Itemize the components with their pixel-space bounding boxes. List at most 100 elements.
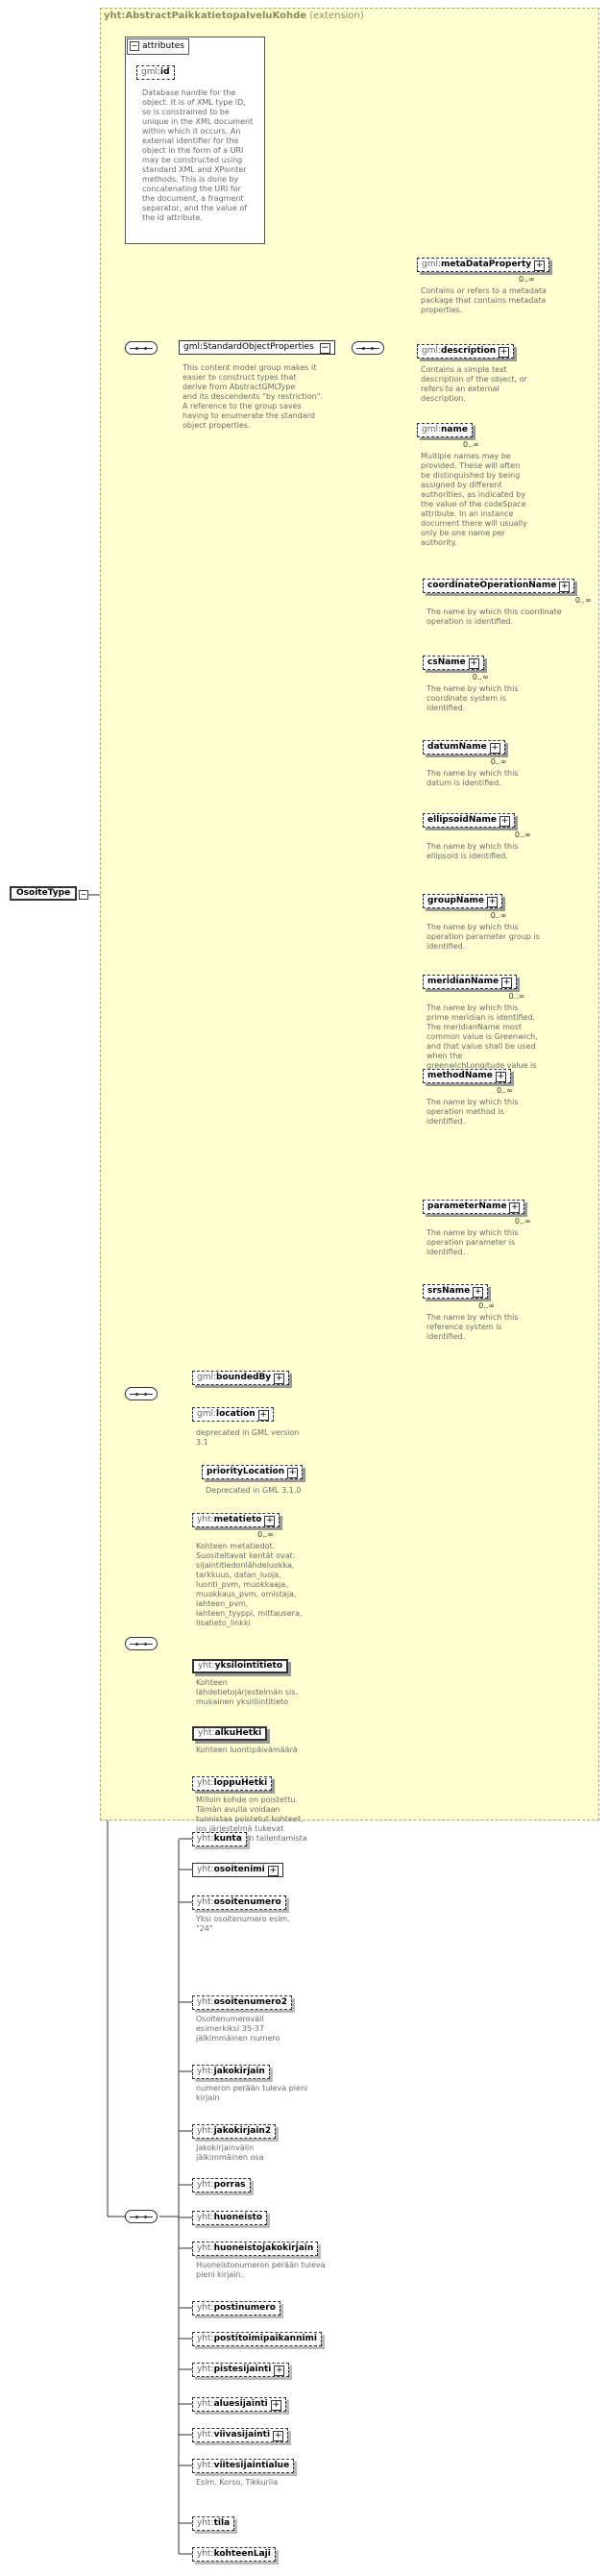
element-prefix: gml: — [197, 1373, 217, 1382]
description-line: "24" — [196, 1924, 213, 1933]
description-line: coordinate system is — [426, 694, 507, 703]
expand-icon[interactable]: + — [270, 2400, 281, 2411]
element-yksilointitieto[interactable]: yht:yksilointitieto — [192, 1659, 289, 1673]
element-osoitenimi[interactable]: yht:osoitenimi+ — [192, 1863, 283, 1877]
element-prioritylocation[interactable]: priorityLocation+ — [202, 1465, 304, 1479]
element-name: groupName — [427, 896, 485, 905]
description-line: Kohteen metatiedot. — [196, 1542, 276, 1550]
element-osoitenumero2[interactable]: yht:osoitenumero2 — [192, 1995, 292, 2010]
element-name[interactable]: gml:name — [417, 423, 473, 437]
expand-icon[interactable]: + — [501, 978, 513, 988]
element-tila[interactable]: yht:tila — [192, 2516, 235, 2531]
description-line: identified. — [426, 942, 466, 951]
description-line: concatenating the URI for — [142, 185, 241, 193]
element-viitesijaintialue[interactable]: yht:viitesijaintialue — [192, 2459, 295, 2473]
description-line: datum is identified. — [426, 779, 501, 787]
element-name: aluesijainti — [213, 2399, 268, 2409]
element-aluesijainti[interactable]: yht:aluesijainti+ — [192, 2397, 286, 2412]
attributes-tab[interactable]: −attributes — [127, 38, 189, 55]
description-line: Kohteen luontipäivämäärä — [196, 1746, 298, 1754]
element-postitoimipaikannimi[interactable]: yht:postitoimipaikannimi — [192, 2332, 323, 2346]
group-standard-object-properties[interactable]: gml:StandardObjectProperties− — [179, 340, 335, 355]
description-line: the id attribute. — [142, 213, 203, 222]
expand-icon[interactable]: + — [257, 1410, 269, 1421]
description-line: assigned by different — [421, 481, 502, 489]
collapse-icon[interactable]: − — [130, 40, 139, 51]
element-datumname[interactable]: datumName+ — [423, 740, 505, 755]
description-line: methods. This is done by — [142, 175, 239, 184]
element-alkuhetki[interactable]: yht:alkuHetki — [192, 1726, 268, 1741]
element-jakokirjain[interactable]: yht:jakokirjain — [192, 2065, 270, 2079]
description-line: identified. — [426, 704, 466, 712]
sequence-compositor[interactable] — [352, 341, 384, 355]
expand-icon[interactable]: + — [274, 1374, 285, 1384]
element-jakokirjain2[interactable]: yht:jakokirjain2 — [192, 2124, 277, 2139]
description-line: unique in the XML document — [142, 117, 254, 126]
element-methodname[interactable]: methodName+ — [423, 1069, 511, 1083]
root-element-osoitetype[interactable]: OsoiteType — [10, 886, 78, 901]
element-porras[interactable]: yht:porras — [192, 2178, 251, 2192]
element-postinumero[interactable]: yht:postinumero — [192, 2301, 280, 2316]
element-ellipsoidname[interactable]: ellipsoidName+ — [423, 813, 515, 828]
expand-icon[interactable]: + — [473, 1287, 484, 1298]
description-line: greenwichLongitude value is — [426, 1061, 537, 1070]
element-pistesijainti[interactable]: yht:pistesijainti+ — [192, 2363, 290, 2377]
sequence-compositor[interactable] — [125, 2210, 158, 2223]
element-groupname[interactable]: groupName+ — [423, 894, 503, 908]
expand-collapse-icon[interactable]: − — [79, 890, 88, 900]
element-metadataproperty[interactable]: gml:metaDataProperty+ — [417, 258, 550, 272]
description-line: sijaintitiedonlähdeluokka, — [196, 1561, 295, 1570]
sequence-compositor[interactable] — [125, 341, 158, 355]
expand-icon[interactable]: + — [267, 1866, 279, 1876]
element-prefix: yht: — [197, 2365, 214, 2374]
gml-id-attribute[interactable]: gml:id — [136, 65, 175, 80]
sequence-compositor[interactable] — [125, 1387, 158, 1400]
expand-icon[interactable]: + — [559, 582, 571, 592]
element-loppuhetki[interactable]: yht:loppuHetki — [192, 1776, 273, 1791]
element-coordinateoperationname[interactable]: coordinateOperationName+ — [423, 579, 575, 593]
description-line: deprecated in GML version — [196, 1428, 300, 1437]
description-line: identified. — [426, 1248, 466, 1256]
cardinality-label: 0..∞ — [497, 1086, 513, 1095]
element-prefix: yht: — [197, 2067, 214, 2076]
element-boundedby[interactable]: gml:boundedBy+ — [192, 1371, 290, 1385]
expand-icon[interactable]: + — [499, 816, 510, 827]
element-huoneistojakokirjain[interactable]: yht:huoneistojakokirjain — [192, 2242, 319, 2256]
expand-icon[interactable]: + — [489, 743, 500, 754]
element-kohteenlaji[interactable]: yht:kohteenLaji — [192, 2547, 276, 2562]
element-location[interactable]: gml:location+ — [192, 1407, 274, 1422]
expand-icon[interactable]: + — [487, 897, 499, 907]
element-srsname[interactable]: srsName+ — [423, 1284, 489, 1299]
element-osoitenumero[interactable]: yht:osoitenumero — [192, 1895, 286, 1910]
description-line: The name by which this — [426, 1313, 519, 1322]
element-huoneisto[interactable]: yht:huoneisto — [192, 2211, 268, 2225]
description-line: Kohteen — [196, 1678, 228, 1687]
cardinality-label: 0..∞ — [478, 1301, 495, 1310]
cardinality-label: 0..∞ — [257, 1530, 274, 1539]
expand-icon[interactable]: + — [534, 260, 546, 271]
description-line: The name by which this coordinate — [426, 607, 562, 616]
element-viivasijainti[interactable]: yht:viivasijainti+ — [192, 2428, 289, 2442]
element-csname[interactable]: csName+ — [423, 656, 484, 670]
expand-icon[interactable]: − — [319, 343, 330, 354]
description-line: kirjain — [196, 2093, 220, 2102]
expand-icon[interactable]: + — [509, 1202, 521, 1213]
element-meridianname[interactable]: meridianName+ — [423, 975, 518, 989]
description-line: object properties. — [183, 421, 251, 430]
sequence-compositor[interactable] — [125, 1637, 158, 1650]
description-line: lisatieto_linkki — [196, 1619, 251, 1627]
element-description[interactable]: gml:description+ — [417, 344, 515, 359]
expand-icon[interactable]: + — [499, 347, 510, 358]
element-kunta[interactable]: yht:kunta — [192, 1832, 247, 1846]
expand-icon[interactable]: + — [273, 2431, 284, 2441]
expand-icon[interactable]: + — [274, 2365, 285, 2376]
element-metatieto[interactable]: yht:metatieto+ — [192, 1513, 280, 1527]
expand-icon[interactable]: + — [287, 1468, 299, 1478]
element-parametername[interactable]: parameterName+ — [423, 1200, 525, 1214]
expand-icon[interactable]: + — [264, 1516, 276, 1526]
description-line: document there will usually — [421, 519, 527, 528]
expand-icon[interactable]: + — [468, 658, 479, 669]
expand-icon[interactable]: + — [495, 1072, 506, 1082]
description-line: Osoitenumerovälí — [196, 2015, 264, 2023]
